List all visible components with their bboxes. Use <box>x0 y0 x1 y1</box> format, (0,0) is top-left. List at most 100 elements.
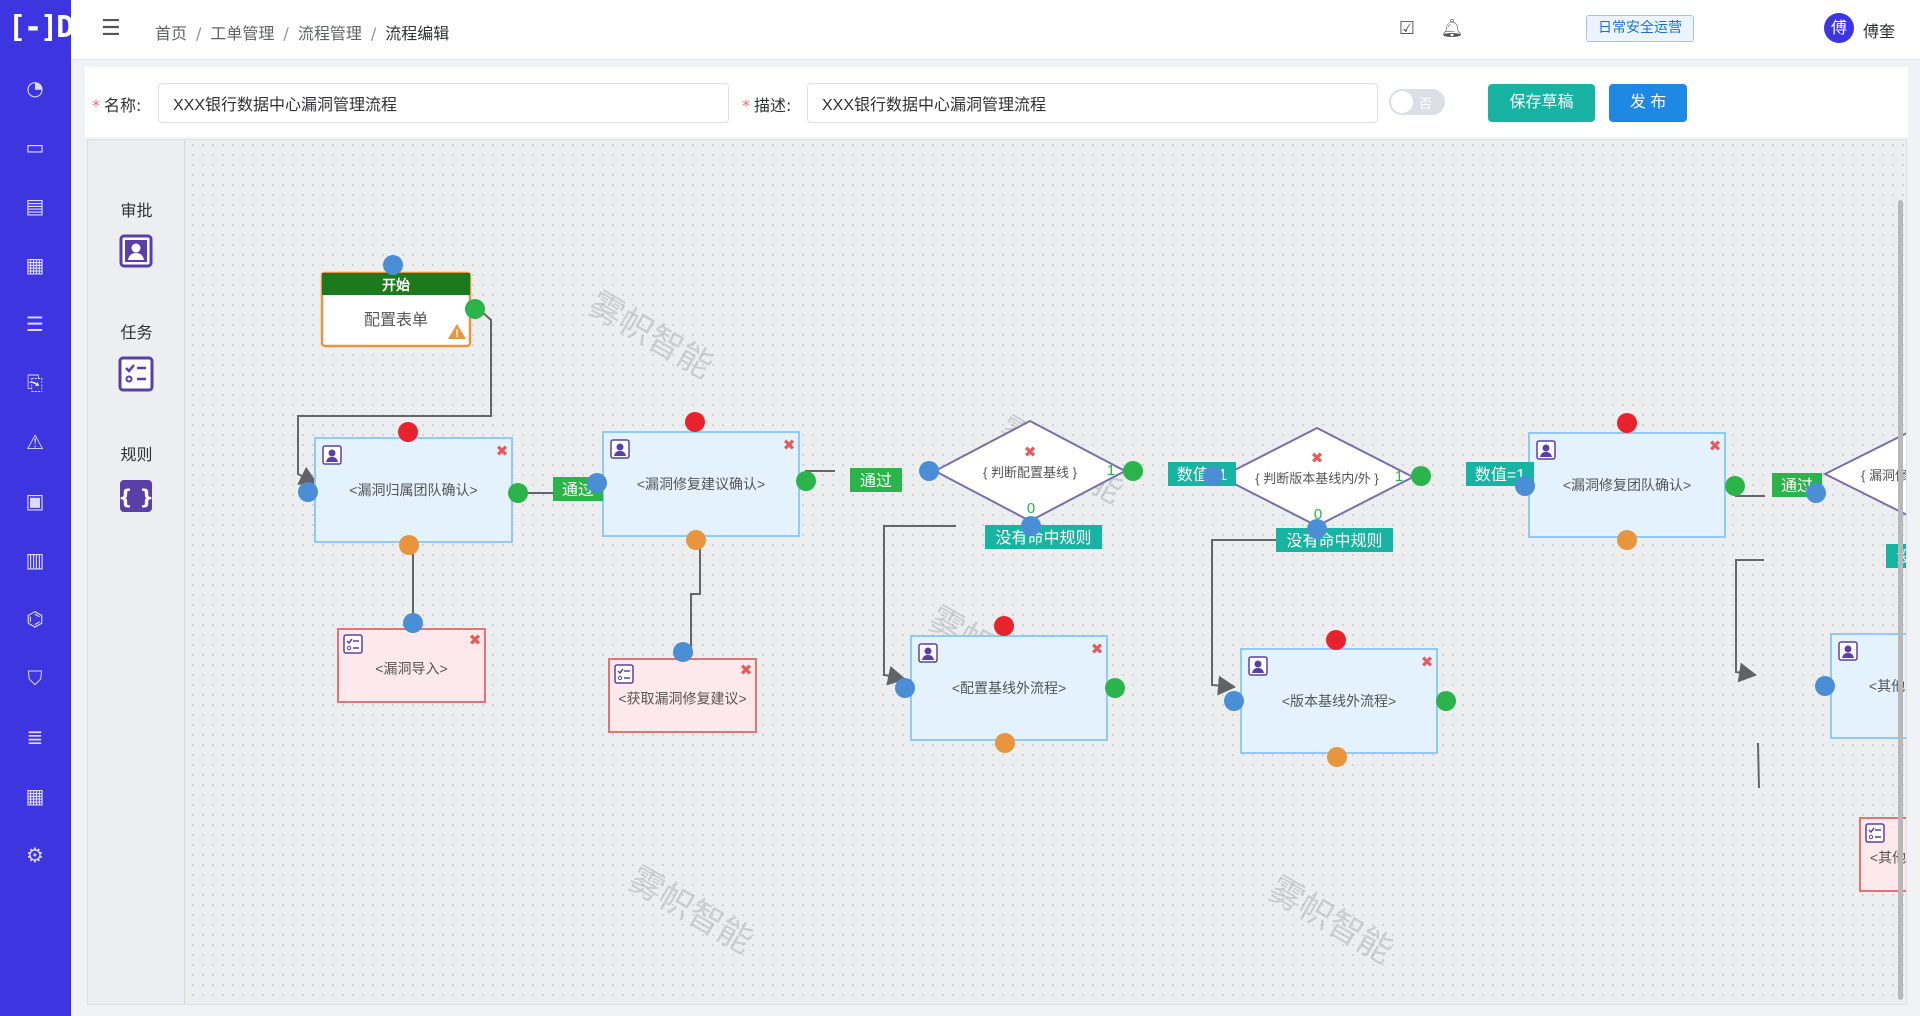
vertical-scrollbar[interactable] <box>1898 200 1903 1000</box>
settings-icon[interactable]: ⚙ <box>26 843 44 867</box>
connection-port[interactable] <box>1411 466 1431 486</box>
approve-node[interactable] <box>1240 648 1438 754</box>
delete-node-icon[interactable]: ✖ <box>740 662 753 679</box>
approve-node[interactable] <box>602 431 800 537</box>
rule-node-icon[interactable]: { } <box>117 477 155 515</box>
connection-port[interactable] <box>1617 530 1637 550</box>
connection-port[interactable] <box>796 471 816 491</box>
connection-port[interactable] <box>995 733 1015 753</box>
connection-port[interactable] <box>686 530 706 550</box>
connection-port[interactable] <box>1806 483 1826 503</box>
server-icon[interactable]: ≣ <box>26 725 44 749</box>
approve-node[interactable] <box>314 437 513 543</box>
delete-node-icon[interactable]: ✖ <box>1091 641 1104 658</box>
watermark-text: 雾帜智能 <box>1262 870 1399 971</box>
apps-icon[interactable]: ▣ <box>25 489 45 513</box>
delete-node-icon[interactable]: ✖ <box>496 443 509 460</box>
flow-edge[interactable] <box>1211 539 1279 696</box>
approve-node-icon[interactable] <box>117 233 155 271</box>
delete-node-icon[interactable]: ✖ <box>783 437 796 454</box>
connection-port[interactable] <box>1815 676 1835 696</box>
name-label: *名称: <box>92 96 142 115</box>
palette-approve-label: 审批 <box>120 201 153 220</box>
org-icon[interactable]: ⌬ <box>26 607 44 631</box>
monitor-icon[interactable]: ▭ <box>25 135 45 159</box>
flow-edge[interactable] <box>1735 559 1764 683</box>
task-node-icon[interactable] <box>117 355 155 393</box>
list-icon[interactable]: ☰ <box>26 312 44 336</box>
save-draft-button[interactable]: 保存草稿 <box>1488 84 1595 122</box>
connection-port[interactable] <box>508 483 528 503</box>
document-icon[interactable]: ▤ <box>25 194 45 218</box>
shield-icon[interactable]: ⛉ <box>27 666 43 690</box>
connection-port[interactable] <box>1224 691 1244 711</box>
node-label: { 判断版本基线内/外 } <box>1255 471 1379 486</box>
connection-port[interactable] <box>398 422 418 442</box>
delete-node-icon[interactable]: ✖ <box>1709 438 1722 455</box>
delete-node-icon[interactable]: ✖ <box>469 632 482 649</box>
delete-node-icon[interactable]: ✖ <box>1024 444 1037 461</box>
rule-node[interactable] <box>1822 426 1907 522</box>
connection-port[interactable] <box>1021 516 1041 536</box>
breadcrumb-ticket[interactable]: 工单管理 <box>210 24 275 43</box>
palette-task-label: 任务 <box>120 323 153 342</box>
user-name[interactable]: 傅奎 <box>1863 22 1896 41</box>
flow-edge[interactable] <box>690 547 701 648</box>
report-icon[interactable]: ▥ <box>25 548 45 572</box>
flow-edge[interactable] <box>297 311 492 485</box>
connection-port[interactable] <box>383 255 403 275</box>
connection-port[interactable] <box>919 461 939 481</box>
breadcrumb-separator: / <box>196 24 202 43</box>
approve-node[interactable] <box>1528 432 1726 538</box>
connection-port[interactable] <box>587 473 607 493</box>
task-type-icon-dot <box>1868 834 1874 840</box>
enable-toggle[interactable]: 否 <box>1389 89 1445 115</box>
connection-port[interactable] <box>1326 630 1346 650</box>
connection-port[interactable] <box>1436 691 1456 711</box>
bell-icon[interactable]: 🔔︎ <box>1440 18 1464 39</box>
flow-edge[interactable] <box>1757 742 1760 789</box>
approve-type-icon-body <box>326 457 338 462</box>
node-label: <配置基线外流程> <box>952 680 1066 696</box>
edge-label-bg <box>850 468 902 492</box>
flow-canvas[interactable]: 雾帜智能雾帜智能雾帜智能雾帜智能雾帜智能开始配置表单!✖<漏洞归属团队确认>✖<… <box>185 140 1907 1005</box>
connection-port[interactable] <box>1515 476 1535 496</box>
alert-icon[interactable]: ⚠ <box>26 430 44 454</box>
connection-port[interactable] <box>1203 466 1223 486</box>
connection-port[interactable] <box>1123 461 1143 481</box>
todo-check-icon[interactable]: ☑ <box>1398 18 1416 39</box>
board-icon[interactable]: ▦ <box>25 253 45 277</box>
connection-port[interactable] <box>895 678 915 698</box>
desc-input[interactable] <box>807 83 1378 123</box>
breadcrumb-process[interactable]: 流程管理 <box>297 24 362 43</box>
connection-port[interactable] <box>994 616 1014 636</box>
connection-port[interactable] <box>1307 519 1327 539</box>
delete-node-icon[interactable]: ✖ <box>1311 450 1324 467</box>
connection-port[interactable] <box>1617 413 1637 433</box>
connection-port[interactable] <box>673 642 693 662</box>
dashboard-icon[interactable]: ◔ <box>26 76 44 100</box>
connection-port[interactable] <box>403 613 423 633</box>
delete-node-icon[interactable]: ✖ <box>1421 654 1434 671</box>
tenant-badge[interactable]: 日常安全运营 <box>1586 15 1694 42</box>
name-input[interactable] <box>158 83 729 123</box>
connection-port[interactable] <box>399 535 419 555</box>
app-logo[interactable]: [-]D <box>8 10 71 45</box>
connection-port[interactable] <box>1725 476 1745 496</box>
connection-port[interactable] <box>685 412 705 432</box>
avatar[interactable]: 傅 <box>1824 13 1854 43</box>
menu-toggle-icon[interactable]: ☰ <box>101 16 121 41</box>
flow-edge[interactable] <box>883 525 956 686</box>
workflow-icon[interactable]: ⎘ <box>27 371 43 395</box>
building-icon[interactable]: ▦ <box>25 784 45 808</box>
warning-icon <box>448 324 466 339</box>
approve-type-icon-head <box>924 647 932 655</box>
publish-button[interactable]: 发 布 <box>1609 84 1687 122</box>
connection-port[interactable] <box>465 299 485 319</box>
connection-port[interactable] <box>1327 747 1347 767</box>
breadcrumb-home[interactable]: 首页 <box>155 24 188 43</box>
task-type-icon-dot <box>346 645 352 651</box>
approve-node[interactable] <box>910 635 1108 741</box>
connection-port[interactable] <box>298 482 318 502</box>
connection-port[interactable] <box>1105 678 1125 698</box>
